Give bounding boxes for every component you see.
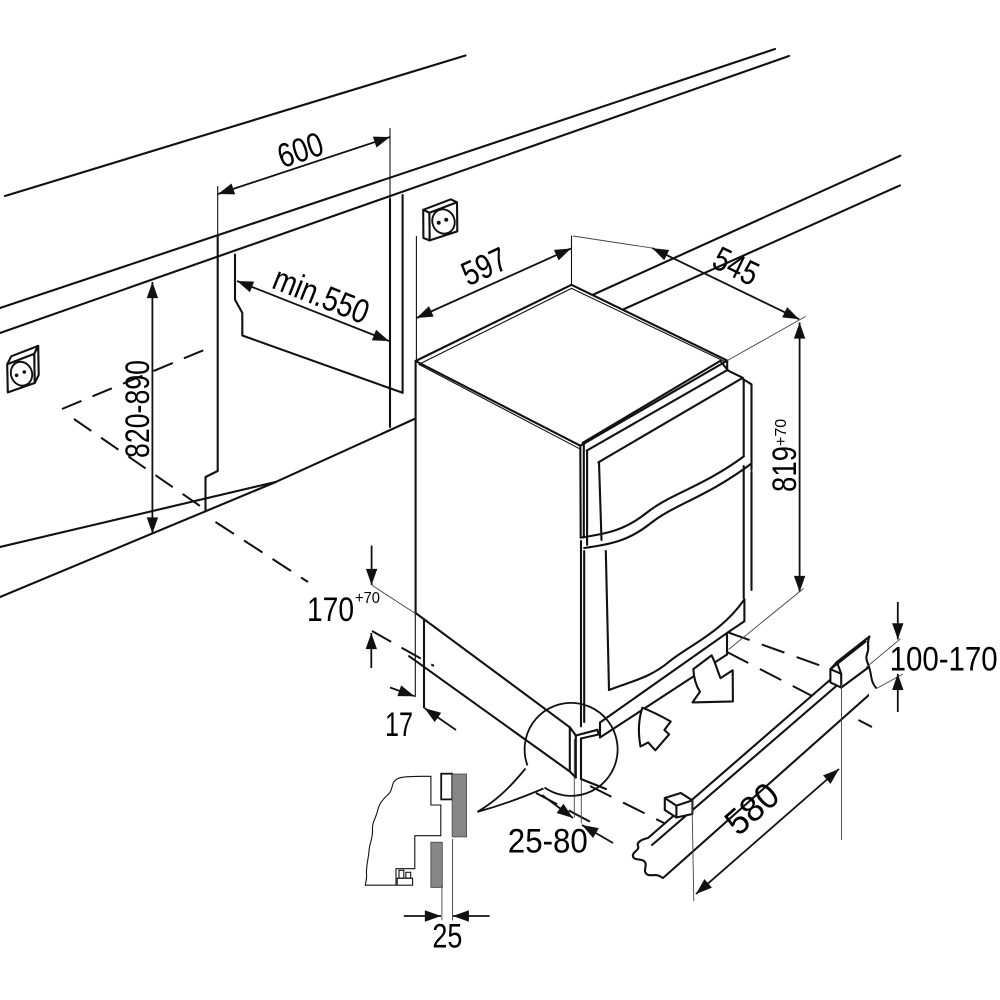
svg-text:819+70: 819+70 bbox=[766, 419, 804, 492]
svg-text:820-890: 820-890 bbox=[119, 360, 157, 458]
svg-text:+70: +70 bbox=[355, 590, 380, 607]
svg-text:17: 17 bbox=[385, 706, 413, 744]
svg-text:100-170: 100-170 bbox=[890, 641, 998, 679]
svg-text:170: 170 bbox=[307, 591, 354, 629]
svg-text:25: 25 bbox=[432, 918, 462, 956]
svg-text:25-80: 25-80 bbox=[508, 823, 588, 861]
